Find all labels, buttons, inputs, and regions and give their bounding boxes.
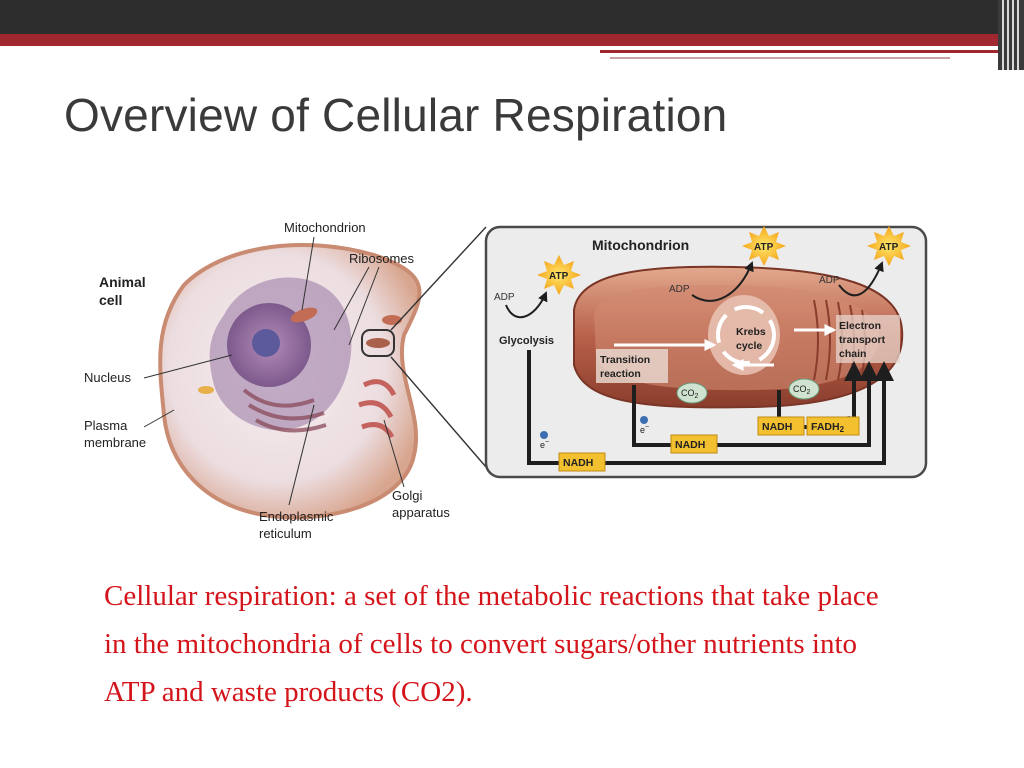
fadh2-subscript: 2 [840,425,845,434]
mitochondrion-illustration [573,265,904,409]
label-plasma-membrane-2: membrane [84,435,146,450]
electron-sup: − [545,439,549,446]
label-animal-cell-2: cell [99,292,122,308]
co2-subscript: 2 [695,393,699,400]
etc-label-3: chain [839,348,866,360]
co2-text: CO [793,384,807,394]
nadh-label: NADH [563,457,593,469]
adp-label-krebs: ADP [669,284,690,295]
fadh2-box: FADH2 [806,416,860,436]
top-bar [0,0,1024,34]
label-er-2: reticulum [259,526,312,541]
nadh-box-glycolysis: NADH [558,452,606,472]
label-golgi-1: Golgi [392,488,422,503]
co2-text: CO [681,388,695,398]
nadh-label: NADH [762,421,792,433]
atp-burst-glycolysis: ATP [537,255,581,295]
atp-label: ATP [879,242,899,253]
label-animal-cell-1: Animal [99,274,146,290]
atp-burst-etc: ATP [867,226,911,266]
label-mitochondrion: Mitochondrion [284,220,366,235]
label-plasma-membrane-1: Plasma [84,418,128,433]
nadh-label: NADH [675,439,705,451]
accent-bar [0,34,1000,46]
transition-label-2: reaction [600,368,641,380]
co2-subscript: 2 [807,389,811,396]
transition-label-1: Transition [600,354,650,366]
krebs-label-2: cycle [736,340,762,352]
atp-burst-krebs: ATP [742,226,786,266]
nadh-box-krebs: NADH [757,416,805,436]
co2-bubble-krebs: CO2 [788,378,820,400]
etc-label-2: transport [839,334,886,346]
atp-label: ATP [549,271,569,282]
cellular-respiration-diagram: Animal cell Mitochondrion Ribosomes Nucl… [84,220,928,541]
electron-marker-1: e− [540,431,549,450]
slide-caption: Cellular respiration: a set of the metab… [104,580,879,708]
label-nucleus: Nucleus [84,370,131,385]
label-golgi-2: apparatus [392,505,450,520]
fadh2-label: FADH [811,421,840,433]
nadh-box-transition: NADH [670,434,718,454]
glycolysis-label: Glycolysis [499,335,554,347]
accent-line-light [610,57,950,59]
krebs-label-1: Krebs [736,326,766,338]
etc-label-1: Electron [839,320,881,332]
svg-text:FADH2: FADH2 [811,421,845,434]
adp-label-glycolysis: ADP [494,292,515,303]
corner-stripes [998,0,1024,70]
inset-title: Mitochondrion [592,237,689,253]
nucleolus-shape [252,329,280,357]
accent-line [600,50,1000,53]
atp-label: ATP [754,242,774,253]
svg-text:e−: e− [640,424,649,435]
label-ribosomes: Ribosomes [349,251,415,266]
co2-bubble-transition: CO2 [676,382,708,404]
svg-text:CO2: CO2 [681,388,699,400]
animal-cell-illustration [143,226,487,520]
slide-title: Overview of Cellular Respiration [64,89,728,141]
electron-text: e [540,440,545,450]
svg-text:e−: e− [540,439,549,450]
electron-sup: − [645,424,649,431]
electron-marker-2: e− [640,416,649,435]
label-er-1: Endoplasmic [259,509,334,524]
mitochondrion-callout-box [361,329,395,357]
adp-label-etc: ADP [819,275,840,286]
svg-text:CO2: CO2 [793,384,811,396]
electron-text: e [640,425,645,435]
